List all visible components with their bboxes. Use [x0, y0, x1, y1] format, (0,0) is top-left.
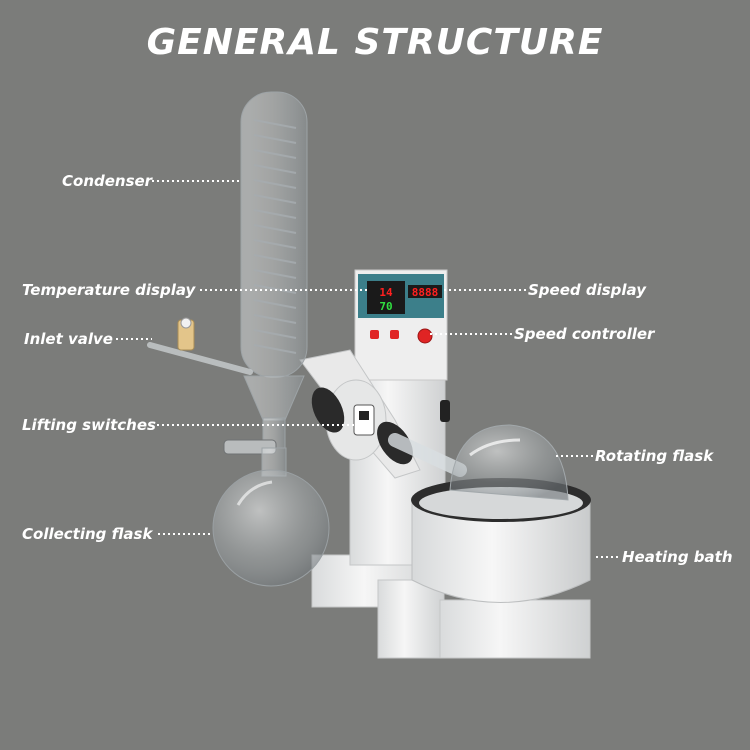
- temperature-bottom-value: 70: [379, 300, 392, 313]
- speed-knob: [417, 328, 433, 344]
- label-speed-controller: Speed controller: [514, 325, 655, 343]
- label-lifting-switches: Lifting switches: [22, 416, 156, 434]
- page-title: GENERAL STRUCTURE: [146, 22, 604, 63]
- temperature-screen: [367, 281, 405, 314]
- panel-button-2: [390, 330, 399, 339]
- condenser: [240, 91, 308, 449]
- inlet-valve: [147, 317, 253, 375]
- leader-lines: [116, 180, 621, 558]
- panel-button-1: [370, 330, 379, 339]
- lifting-switch-icon: [359, 411, 369, 420]
- label-condenser: Condenser: [62, 172, 153, 190]
- control-box: 14 70 8888: [354, 269, 448, 381]
- label-rotating-flask: Rotating flask: [595, 447, 714, 465]
- label-inlet-valve: Inlet valve: [24, 330, 113, 348]
- speed-screen: [408, 285, 442, 298]
- label-heating-bath: Heating bath: [622, 548, 733, 566]
- label-speed-display: Speed display: [528, 281, 646, 299]
- speed-value: 8888: [412, 286, 439, 299]
- collecting-flask: [212, 447, 330, 587]
- label-temperature-display: Temperature display: [22, 281, 196, 299]
- motor-arm: [299, 349, 467, 479]
- rotating-flask: [449, 424, 569, 501]
- temperature-top-value: 14: [379, 286, 393, 299]
- label-collecting-flask: Collecting flask: [22, 525, 153, 543]
